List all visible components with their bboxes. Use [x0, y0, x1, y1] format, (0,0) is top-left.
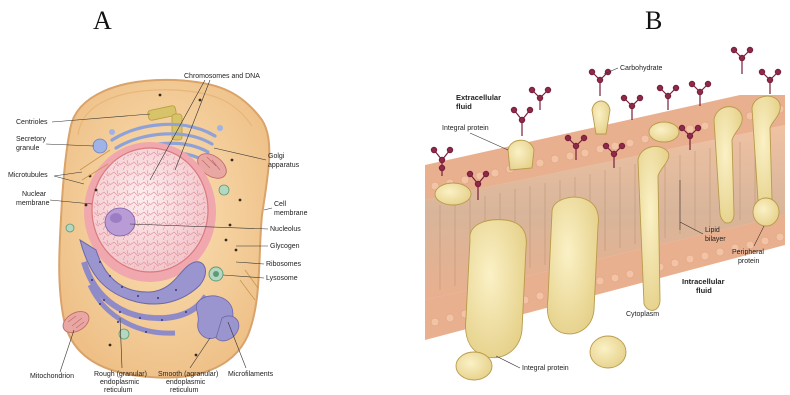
label-lipid-1: Lipid: [705, 227, 720, 234]
nucleus: [84, 142, 216, 282]
label-peripheral-1: Peripheral: [732, 249, 764, 256]
label-centrioles: Centrioles: [16, 119, 48, 126]
lysosome-icon: [209, 267, 223, 281]
label-integral-protein-top: Integral protein: [442, 125, 489, 132]
label-chromosomes: Chromosomes and DNA: [184, 73, 260, 80]
label-intracellular-1: Intracellular: [682, 277, 725, 286]
label-intracellular-2: fluid: [696, 286, 712, 295]
label-nuclear-1: Nuclear: [22, 191, 47, 198]
label-nuclear-2: membrane: [16, 200, 50, 207]
nucleolus-shape: [105, 208, 135, 236]
label-extracellular-2: fluid: [456, 102, 472, 111]
label-golgi-1: Golgi: [268, 153, 285, 160]
label-smooth-er-2: endoplasmic: [166, 379, 206, 386]
label-carbohydrate: Carbohydrate: [620, 65, 663, 72]
label-cytoplasm: Cytoplasm: [626, 311, 659, 318]
label-peripheral-2: protein: [738, 258, 760, 265]
label-rough-er-3: reticulum: [104, 387, 133, 394]
membrane-diagram: Carbohydrate Extracellular fluid Integra…: [425, 47, 785, 380]
label-rough-er-1: Rough (granular): [94, 371, 147, 378]
label-microtubules: Microtubules: [8, 172, 48, 179]
label-rough-er-2: endoplasmic: [100, 379, 140, 386]
label-integral-protein-bottom: Integral protein: [522, 365, 569, 372]
label-lysosome: Lysosome: [266, 275, 298, 282]
label-mitochondrion: Mitochondrion: [30, 373, 74, 380]
label-secretory-2: granule: [16, 145, 39, 152]
label-cell-membrane-2: membrane: [274, 210, 308, 217]
label-ribosomes: Ribosomes: [266, 261, 302, 268]
label-extracellular-1: Extracellular: [456, 93, 501, 102]
label-secretory-1: Secretory: [16, 136, 46, 143]
label-cell-membrane-1: Cell: [274, 201, 287, 208]
label-lipid-2: bilayer: [705, 236, 726, 243]
label-golgi-2: apparatus: [268, 162, 300, 169]
label-smooth-er-3: reticulum: [170, 387, 199, 394]
label-glycogen: Glycogen: [270, 243, 300, 250]
label-smooth-er-1: Smooth (agranular): [158, 371, 218, 378]
label-microfilaments: Microfilaments: [228, 371, 274, 378]
label-nucleolus: Nucleolus: [270, 226, 301, 233]
